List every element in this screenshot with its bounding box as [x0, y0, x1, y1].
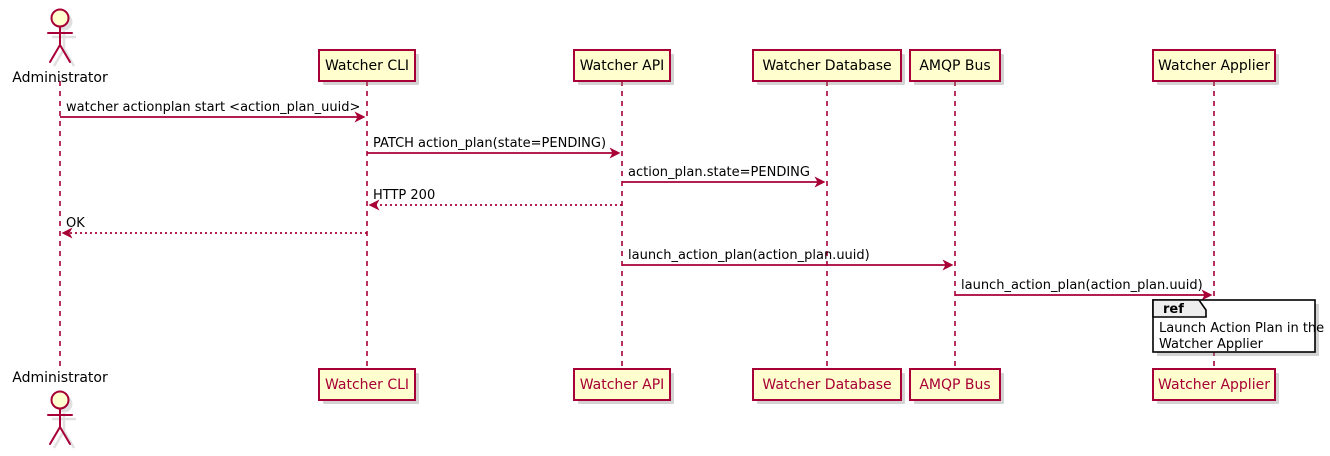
- message-6-watcher-api-to-amqp-bus[interactable]: launch_action_plan(action_plan.uuid): [622, 248, 954, 271]
- actor-administrator-bottom[interactable]: Administrator: [12, 370, 108, 449]
- message-7-amqp-bus-to-watcher-applier[interactable]: launch_action_plan(action_plan.uuid): [955, 278, 1213, 301]
- participant-watcher-api-top[interactable]: Watcher API: [573, 49, 674, 85]
- ref-tab-label: ref: [1163, 302, 1184, 317]
- message-arrowhead: [1201, 289, 1213, 301]
- message-arrowhead: [942, 259, 954, 271]
- message-label-7: launch_action_plan(action_plan.uuid): [961, 278, 1203, 293]
- ref-tab: [1152, 299, 1207, 318]
- ref-body: [1152, 299, 1316, 353]
- actor-head: [50, 8, 70, 28]
- actor-head: [50, 390, 70, 410]
- message-arrowhead: [354, 111, 366, 123]
- participant-label-amqp-bus: AMQP Bus: [919, 377, 990, 393]
- actor-label-administrator: Administrator: [12, 370, 108, 386]
- message-arrowhead: [609, 147, 621, 159]
- participant-label-watcher-cli: Watcher CLI: [325, 58, 409, 74]
- message-label-5: OK: [66, 216, 85, 231]
- participant-label-watcher-database: Watcher Database: [762, 58, 891, 74]
- participant-box[interactable]: [1152, 368, 1276, 401]
- participant-box[interactable]: [1152, 49, 1276, 82]
- message-arrowhead: [61, 227, 73, 239]
- message-label-2: PATCH action_plan(state=PENDING): [373, 136, 606, 151]
- lifelines-layer: [59, 81, 1215, 369]
- participant-boxes-layer: Watcher CLI Watcher CLI Watcher API Watcher…: [318, 49, 1279, 404]
- participant-watcher-api-bottom[interactable]: Watcher API: [573, 368, 674, 404]
- message-label-4: HTTP 200: [373, 188, 435, 203]
- participant-box[interactable]: [573, 49, 671, 82]
- ref-body-line-1: Launch Action Plan in the: [1159, 321, 1324, 336]
- participant-label-watcher-applier: Watcher Applier: [1158, 58, 1270, 74]
- participant-box[interactable]: [909, 49, 1001, 82]
- participant-watcher-applier-top[interactable]: Watcher Applier: [1152, 49, 1279, 85]
- participant-box[interactable]: [318, 368, 416, 401]
- participant-label-watcher-api: Watcher API: [580, 58, 665, 74]
- participant-watcher-database-top[interactable]: Watcher Database: [752, 49, 905, 85]
- participant-box[interactable]: [752, 368, 902, 401]
- actor-body: [47, 408, 73, 445]
- participant-watcher-cli-bottom[interactable]: Watcher CLI: [318, 368, 419, 404]
- participant-box[interactable]: [573, 368, 671, 401]
- participant-box[interactable]: [318, 49, 416, 82]
- participant-box[interactable]: [909, 368, 1001, 401]
- participant-amqp-bus-top[interactable]: AMQP Bus: [909, 49, 1004, 85]
- participant-label-watcher-api: Watcher API: [580, 377, 665, 393]
- participant-watcher-cli-top[interactable]: Watcher CLI: [318, 49, 419, 85]
- message-label-1: watcher actionplan start <action_plan_uu…: [66, 100, 360, 115]
- actor-body: [47, 26, 73, 63]
- participant-watcher-database-bottom[interactable]: Watcher Database: [752, 368, 905, 404]
- participant-label-amqp-bus: AMQP Bus: [919, 58, 990, 74]
- message-2-watcher-cli-to-watcher-api[interactable]: PATCH action_plan(state=PENDING): [367, 136, 621, 159]
- message-4-watcher-api-to-watcher-cli[interactable]: HTTP 200: [368, 188, 623, 211]
- participant-watcher-applier-bottom[interactable]: Watcher Applier: [1152, 368, 1279, 404]
- participant-box[interactable]: [752, 49, 902, 82]
- actor-label-administrator: Administrator: [12, 70, 108, 86]
- participant-label-watcher-cli: Watcher CLI: [325, 377, 409, 393]
- message-1-administrator-to-watcher-cli[interactable]: watcher actionplan start <action_plan_uu…: [60, 100, 366, 123]
- ref-body-line-2: Watcher Applier: [1159, 337, 1264, 352]
- message-5-watcher-cli-to-administrator[interactable]: OK: [61, 216, 368, 239]
- message-arrowhead: [368, 199, 380, 211]
- participant-label-watcher-database: Watcher Database: [762, 377, 891, 393]
- messages-layer: watcher actionplan start <action_plan_uu…: [60, 100, 1213, 301]
- message-arrowhead: [814, 176, 826, 188]
- participant-label-watcher-applier: Watcher Applier: [1158, 377, 1270, 393]
- message-label-3: action_plan.state=PENDING: [628, 165, 810, 180]
- actor-administrator-top[interactable]: Administrator: [12, 8, 108, 87]
- participant-amqp-bus-bottom[interactable]: AMQP Bus: [909, 368, 1004, 404]
- message-3-watcher-api-to-watcher-database[interactable]: action_plan.state=PENDING: [622, 165, 826, 188]
- message-label-6: launch_action_plan(action_plan.uuid): [628, 248, 870, 263]
